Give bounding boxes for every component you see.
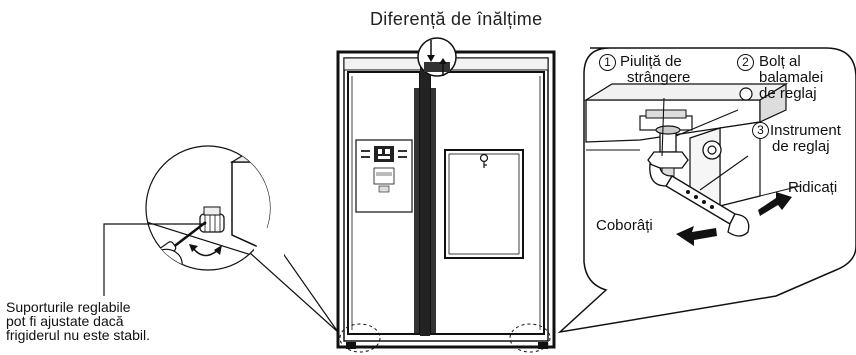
callout-1-line-1: Piuliță de: [620, 54, 682, 69]
dispenser-panel: [356, 140, 412, 212]
callout-2-line-3: de reglaj: [759, 86, 817, 101]
callout-3-line-1: Instrument: [770, 123, 841, 138]
refrigerator: [338, 52, 554, 349]
adjustable-leg-detail: [140, 146, 338, 332]
callout-1-number: 1: [599, 54, 616, 71]
callout-3-line-2: de reglaj: [772, 139, 830, 154]
callout-2-line-2: balamalei: [759, 70, 823, 85]
callout-1-line-2: strângere: [627, 70, 690, 85]
left-note-line-1: Suporturile reglabile: [6, 300, 131, 314]
height-difference-title: Diferență de înălțime: [370, 12, 542, 27]
raise-label: Ridicați: [788, 180, 837, 195]
callout-2-number: 2: [737, 54, 754, 71]
callout-3-number: 3: [752, 122, 769, 139]
lower-label: Coborâți: [596, 218, 653, 233]
left-note-line-2: pot fi ajustate dacă: [6, 314, 124, 328]
left-note-line-3: frigiderul nu este stabil.: [6, 328, 150, 342]
height-difference-arrows-icon: [418, 38, 456, 76]
callout-2-line-1: Bolț al: [759, 54, 801, 69]
